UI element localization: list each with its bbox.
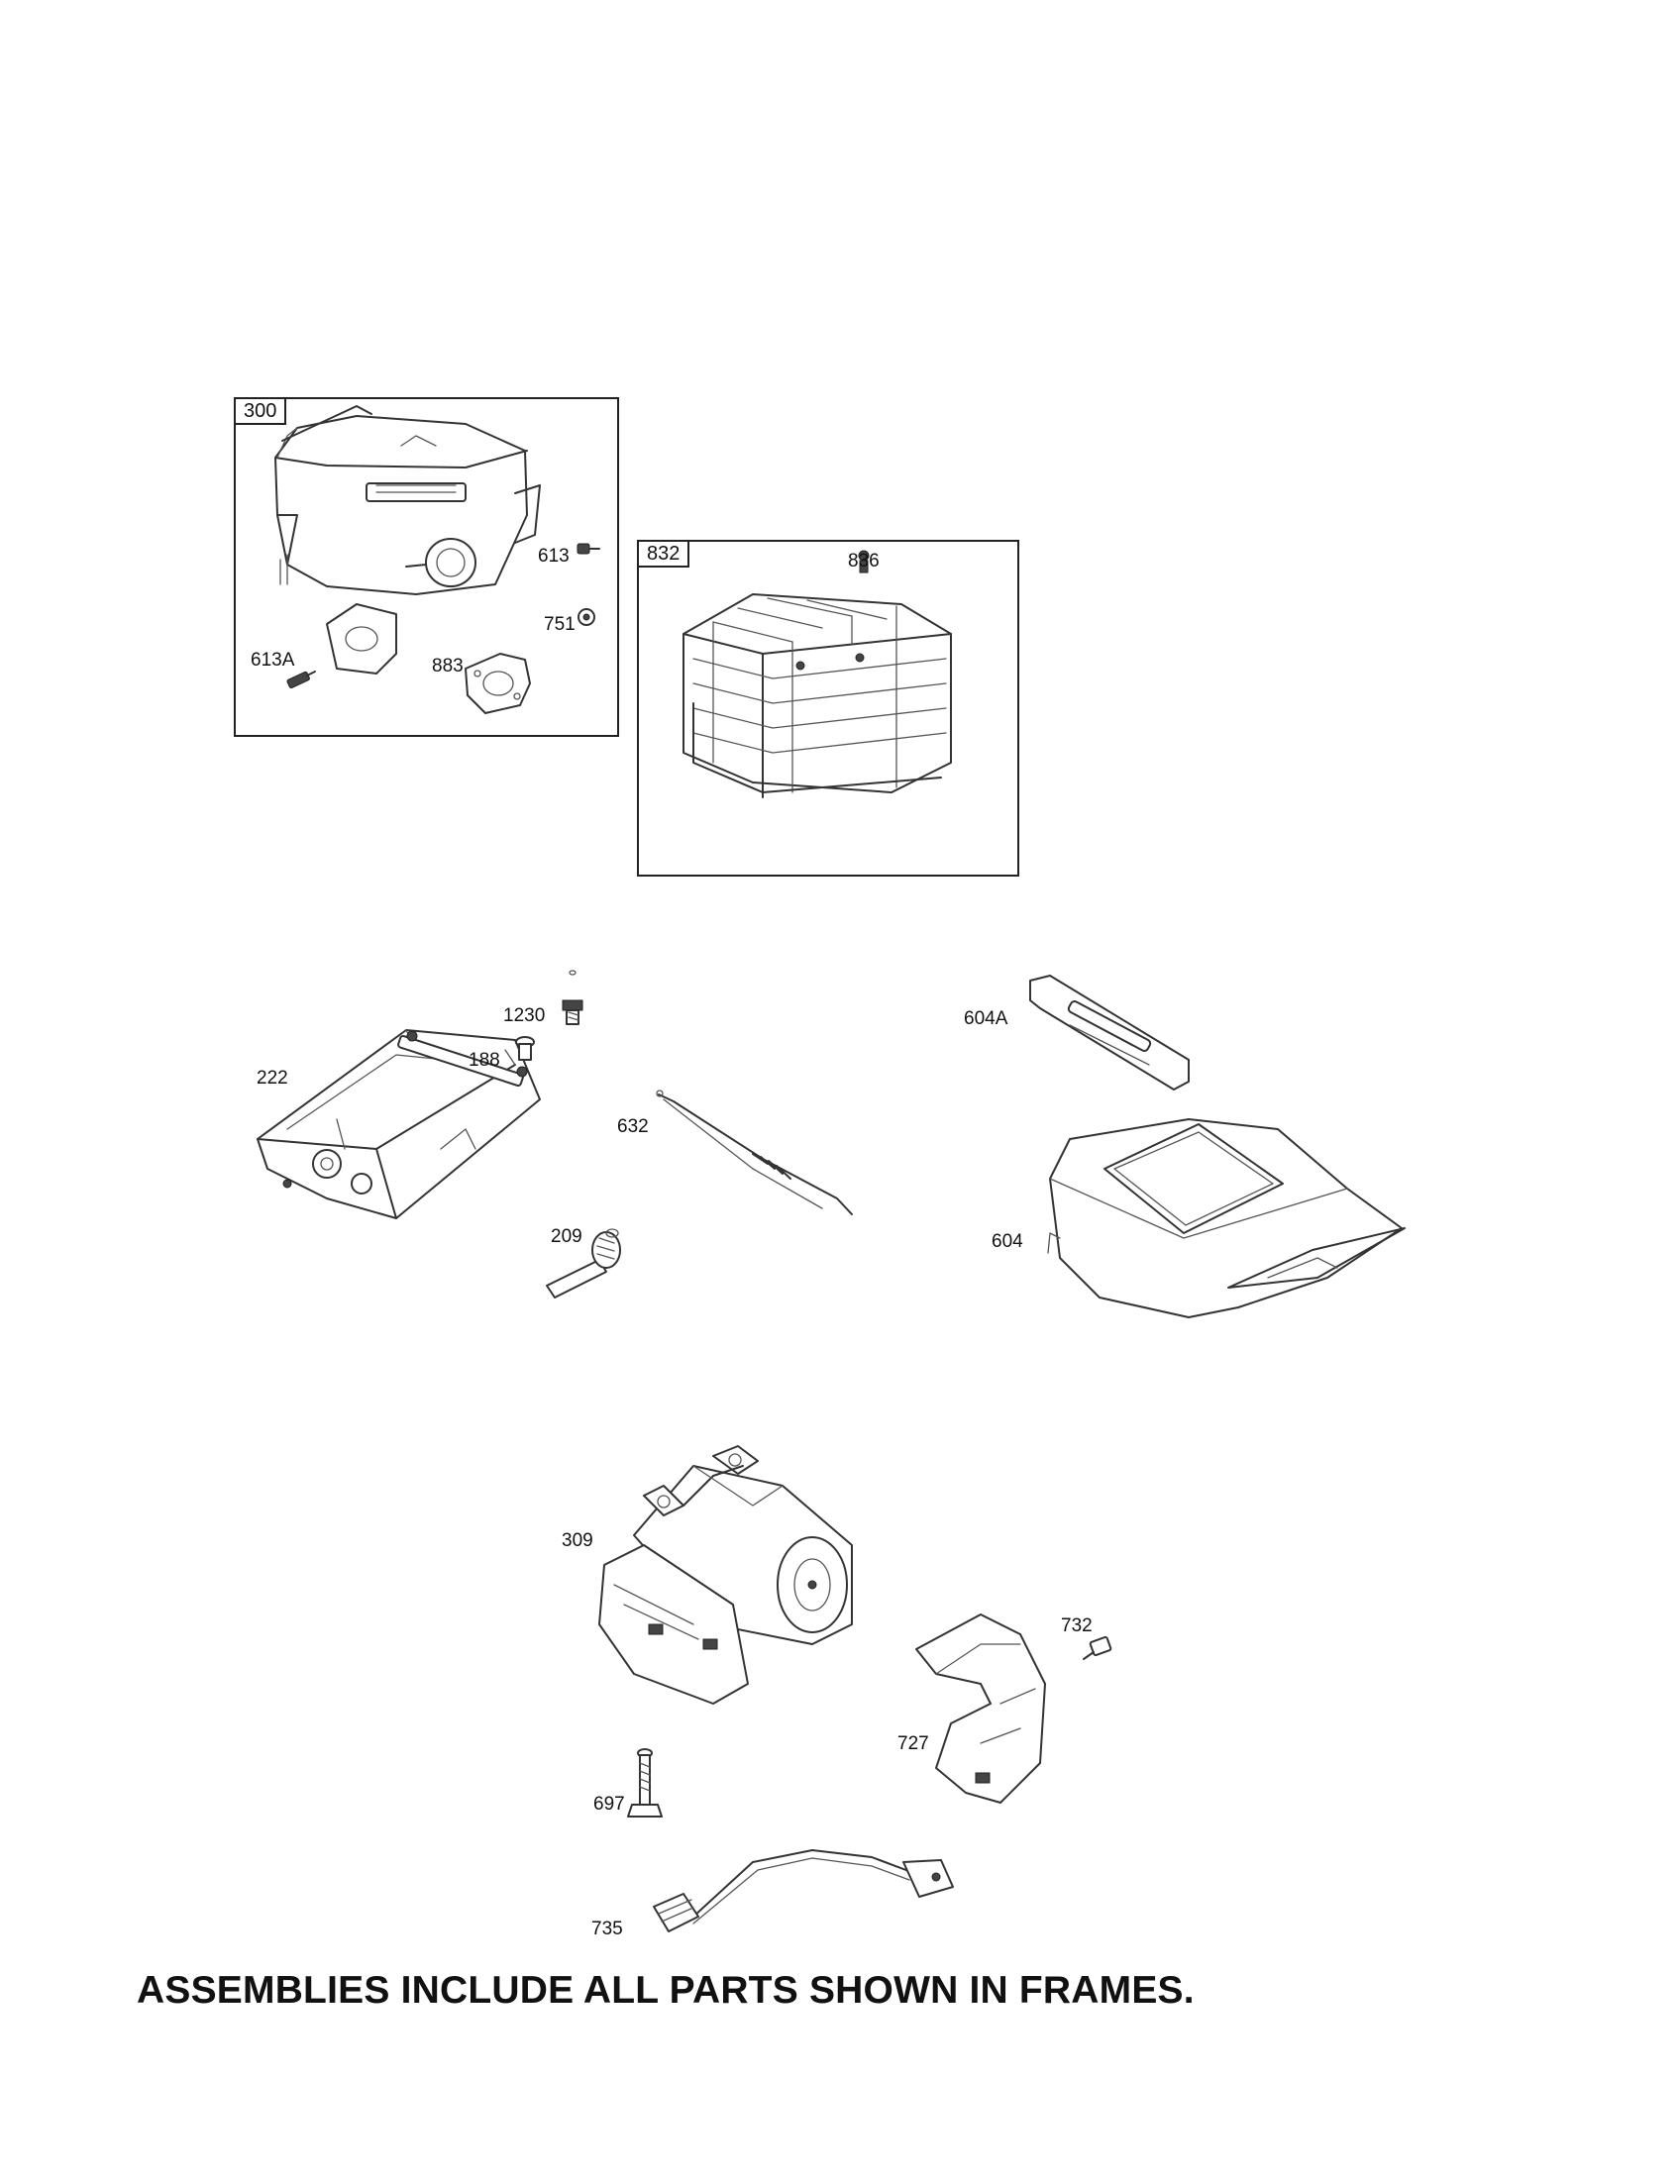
callout-188: 188: [469, 1050, 500, 1071]
wire-harness-part-735[interactable]: [653, 1849, 954, 1932]
cover-part-727[interactable]: [915, 1613, 1046, 1804]
muffler-part-300[interactable]: [274, 405, 541, 675]
callout-613: 613: [538, 546, 570, 567]
callout-732: 732: [1061, 1615, 1093, 1636]
assembly-frame-832: [637, 540, 1019, 877]
callout-735: 735: [591, 1919, 623, 1939]
callout-836: 836: [848, 551, 880, 572]
assembly-frame-832-tag: 832: [637, 540, 690, 568]
bushing-part-209[interactable]: [546, 1228, 621, 1299]
callout-632: 632: [617, 1116, 649, 1137]
screw-part-613A[interactable]: [286, 671, 316, 689]
muffler-guard-part-832[interactable]: [682, 593, 952, 798]
callout-222: 222: [257, 1068, 288, 1089]
nut-part-751[interactable]: [578, 608, 595, 626]
screw-part-188[interactable]: [515, 1036, 535, 1061]
screw-part-613[interactable]: [577, 543, 600, 555]
starter-motor-part-309[interactable]: [598, 1445, 853, 1705]
callout-604A: 604A: [964, 1008, 1008, 1029]
assembly-note: ASSEMBLIES INCLUDE ALL PARTS SHOWN IN FR…: [137, 1969, 1195, 2012]
assembly-frame-300: [234, 397, 619, 737]
callout-309: 309: [562, 1530, 593, 1551]
callout-697: 697: [593, 1794, 625, 1815]
gasket-part-883[interactable]: [465, 653, 531, 714]
callout-209: 209: [551, 1226, 582, 1247]
screw-part-836[interactable]: [858, 550, 870, 573]
bracket-part-222[interactable]: [257, 1029, 541, 1219]
cover-part-604A[interactable]: [1029, 975, 1190, 1091]
spring-link-part-632[interactable]: [656, 1090, 853, 1215]
bolt-part-697[interactable]: [627, 1748, 663, 1818]
screw-part-732[interactable]: [1083, 1635, 1112, 1660]
callout-883: 883: [432, 656, 464, 676]
assembly-frame-300-tag: 300: [234, 397, 287, 425]
callout-1230: 1230: [503, 1005, 546, 1026]
callout-751: 751: [544, 614, 576, 635]
cover-part-604[interactable]: [1047, 1118, 1406, 1318]
callout-613A: 613A: [251, 650, 295, 671]
callout-604: 604: [992, 1231, 1023, 1252]
callout-727: 727: [897, 1733, 929, 1754]
fitting-part-1230[interactable]: [562, 970, 583, 1025]
